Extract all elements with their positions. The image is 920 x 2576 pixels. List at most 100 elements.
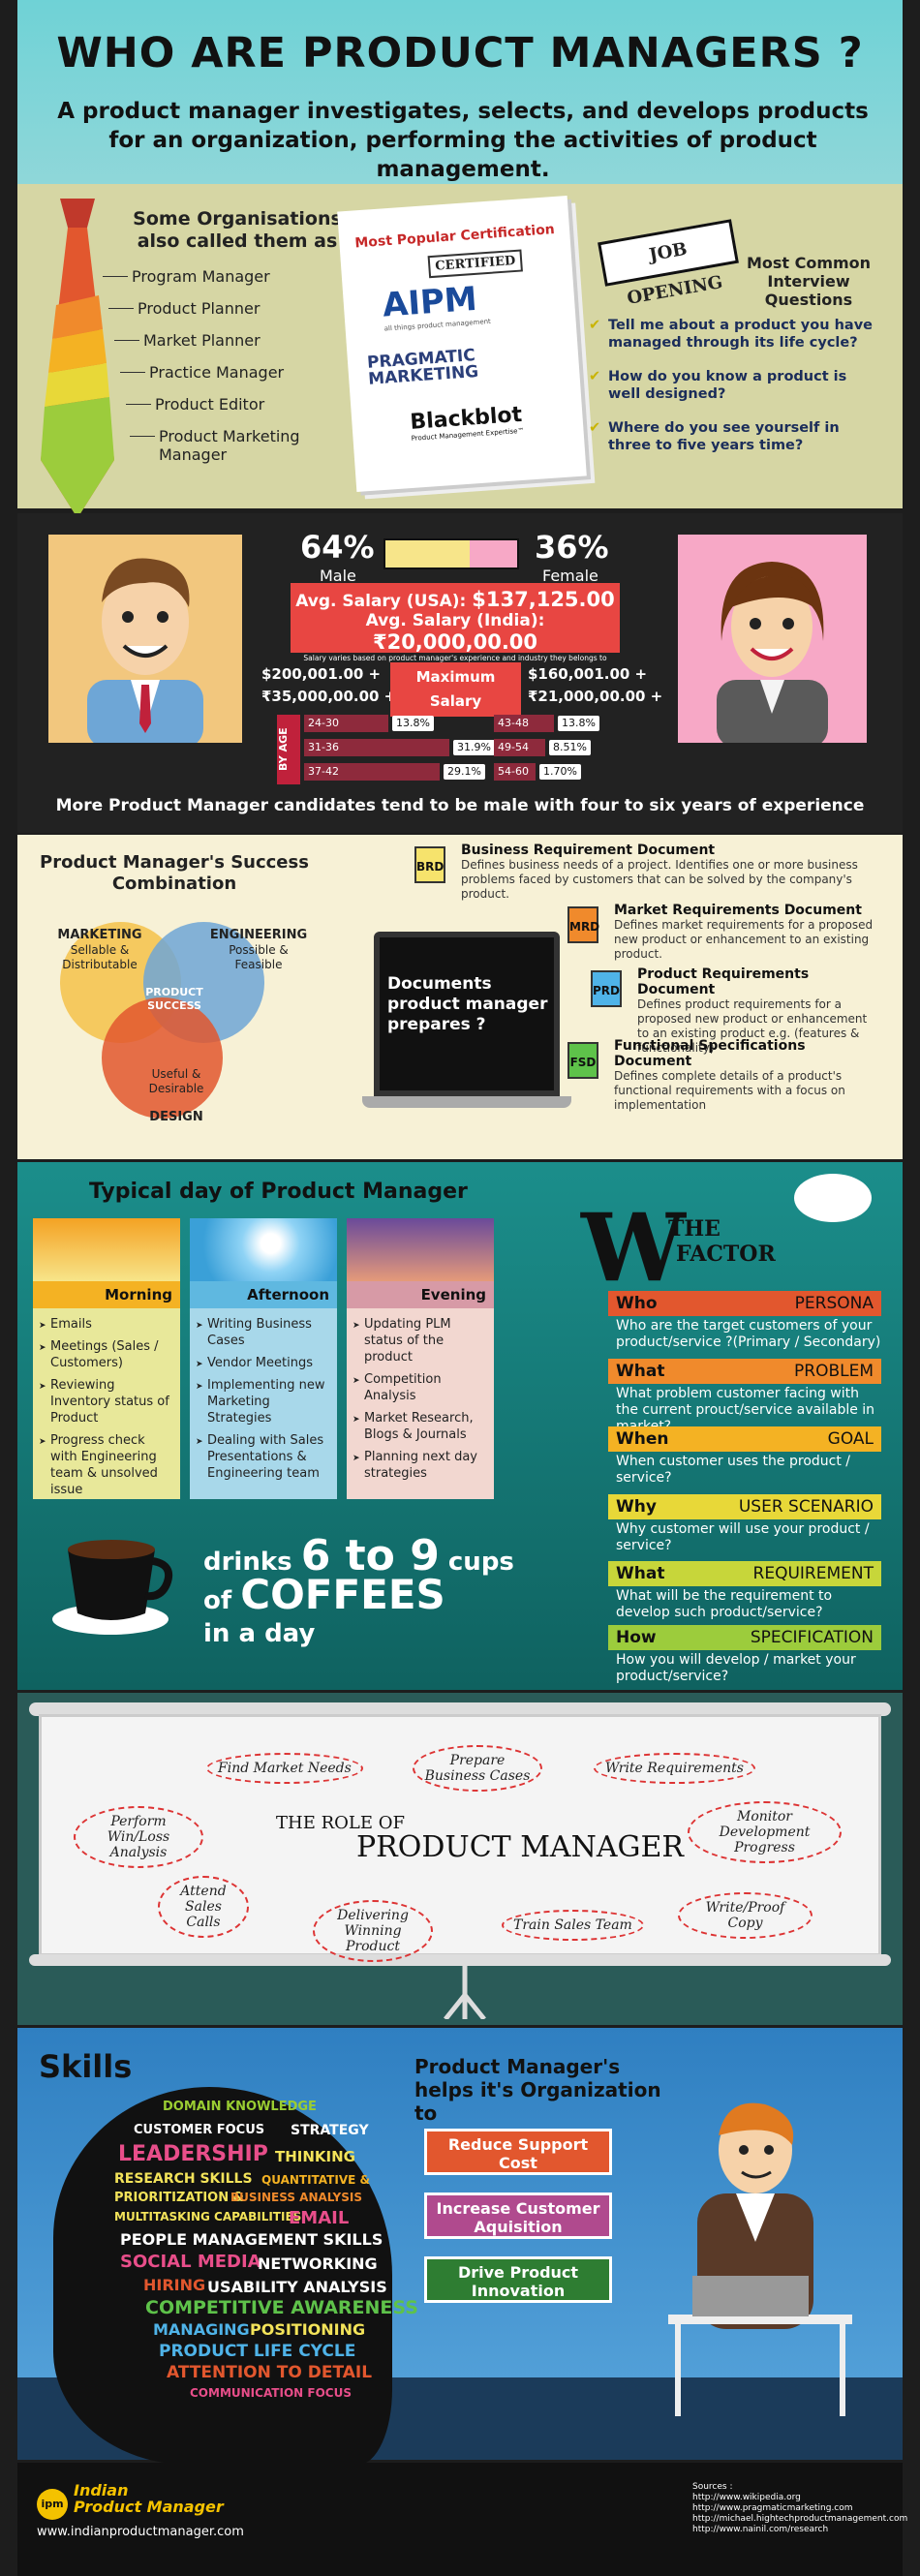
skill-word: HIRING [143, 2276, 206, 2294]
skill-word: CUSTOMER FOCUS [134, 2123, 265, 2137]
page-subtitle: A product manager investigates, selects,… [57, 99, 869, 182]
max-female-inr: ₹21,000,00.00 + [528, 688, 663, 705]
document-icon: PRD [591, 970, 622, 1007]
wfactor-description: Who are the target customers of your pro… [616, 1318, 881, 1350]
coffee-of: of [203, 1586, 232, 1615]
document-icon: FSD [567, 1042, 598, 1079]
afternoon-heading: Afternoon [190, 1281, 337, 1308]
org-item: Program Manager [103, 267, 270, 286]
list-item: Dealing with Sales Presentations & Engin… [196, 1432, 331, 1482]
interview-question: How do you know a product is well design… [589, 368, 879, 403]
skill-word: QUANTITATIVE & [261, 2173, 370, 2187]
role-step: Train Sales Team [502, 1910, 644, 1941]
role-step: Monitor Development Progress [688, 1801, 842, 1863]
thought-bubble-icon [794, 1174, 872, 1222]
skills-heading: Skills [39, 2048, 133, 2085]
document-title: Market Requirements Document [614, 903, 862, 918]
sun-icon [190, 1218, 337, 1281]
morning-column: Morning Emails Meetings (Sales / Custome… [33, 1218, 180, 1499]
help-reduce-cost: Reduce Support Cost [424, 2129, 612, 2175]
salary-india-label: Avg. Salary (India): [365, 611, 545, 630]
document-description: Defines business needs of a project. Ide… [461, 858, 858, 901]
gender-ratio-bar [383, 538, 519, 569]
evening-list: Updating PLM status of the product Compe… [347, 1308, 494, 1482]
coffee-number: 6 to 9 [300, 1531, 440, 1580]
salary-usa-label: Avg. Salary (USA): [295, 592, 467, 611]
list-item: Competition Analysis [353, 1371, 488, 1404]
skill-word: SOCIAL MEDIA [120, 2252, 261, 2272]
max-male-usd: $200,001.00 + [261, 665, 382, 683]
role-step: Write/Proof Copy [678, 1892, 813, 1939]
age-percent: 1.70% [539, 764, 581, 780]
help-increase-acquisition: Increase Customer Aquisition [424, 2193, 612, 2239]
skill-word: PRIORITIZATION & [114, 2191, 244, 2205]
helps-heading: Product Manager's helps it's Organizatio… [414, 2055, 661, 2125]
skill-word: STRATEGY [291, 2123, 369, 2138]
wfactor-value: Requirement [752, 1564, 874, 1583]
head-silhouette-icon [53, 2087, 392, 2465]
female-avatar [678, 535, 867, 748]
role-step: Write Requirements [594, 1753, 755, 1784]
document-description: Defines market requirements for a propos… [614, 918, 874, 961]
wfactor-description: How you will develop / market your produ… [616, 1652, 856, 1684]
woman-icon [717, 562, 828, 748]
pragmatic-logo: PRAGMATIC MARKETING [366, 346, 479, 389]
wfactor-key: Who [616, 1294, 658, 1313]
ipm-logo: ipm [37, 2489, 68, 2520]
list-item: Emails [39, 1316, 174, 1334]
list-item: Writing Business Cases [196, 1316, 331, 1349]
org-item: Product Marketing Manager [130, 427, 323, 464]
female-percent: 36% [535, 529, 609, 566]
skill-word: DOMAIN KNOWLEDGE [163, 2100, 317, 2114]
page-title: WHO ARE PRODUCT MANAGERS ? [56, 29, 864, 77]
wfactor-value: Goal [827, 1429, 874, 1449]
gender-footer: More Product Manager candidates tend to … [55, 796, 865, 815]
list-item: Market Research, Blogs & Journals [353, 1410, 488, 1443]
source-link[interactable]: http://www.wikipedia.org [692, 2493, 801, 2502]
org-item: Product Editor [125, 395, 265, 414]
source-link[interactable]: http://www.pragmaticmarketing.com [692, 2503, 853, 2513]
aipm-text: AIPM [381, 279, 478, 325]
tripod-icon [444, 1966, 486, 2019]
list-item: Planning next day strategies [353, 1449, 488, 1482]
laptop-base [362, 1096, 571, 1108]
wfactor-value: Specification [750, 1628, 874, 1647]
document-title: Functional Specifications Document [614, 1038, 806, 1069]
help-drive-innovation: Drive Product Innovation [424, 2256, 612, 2303]
source-link[interactable]: http://michael.hightechproductmanagement… [692, 2514, 908, 2524]
sources-label: Sources : [692, 2482, 733, 2492]
role-step: Prepare Business Cases [413, 1745, 542, 1792]
document-title: Product Requirements Document [637, 966, 810, 997]
age-bar: 43-48 [494, 715, 554, 732]
document-icon: MRD [567, 906, 599, 943]
footer-section [17, 2463, 903, 2576]
w-factor: FACTOR [676, 1242, 776, 1267]
brand-line2: Product Manager [74, 2498, 224, 2516]
age-percent: 13.8% [558, 716, 599, 731]
max-salary-male: $200,001.00 + ₹35,000,00.00 + [261, 663, 396, 708]
site-link[interactable]: www.indianproductmanager.com [37, 2525, 244, 2539]
morning-list: Emails Meetings (Sales / Customers) Revi… [33, 1308, 180, 1498]
skill-word: USABILITY ANALYSIS [207, 2278, 387, 2296]
age-bar: 24-30 [304, 715, 388, 732]
wfactor-key: How [616, 1628, 657, 1647]
success-heading: Product Manager's Success Combination [40, 852, 309, 894]
skill-word: PEOPLE MANAGEMENT SKILLS [120, 2230, 383, 2249]
max-salary-female: $160,001.00 +₹21,000,00.00 + [528, 663, 662, 708]
coffee-cup-icon [52, 1540, 173, 1635]
design-circle [102, 997, 223, 1119]
wfactor-value: Problem [794, 1362, 874, 1381]
coffee-coffees: COFFEES [240, 1571, 445, 1618]
morning-heading: Morning [33, 1281, 180, 1308]
age-bar: 54-60 [494, 763, 536, 781]
interview-question: Where do you see yourself in three to fi… [589, 419, 879, 454]
marketing-sub: Sellable & Distributable [62, 943, 138, 971]
max-male-inr: ₹35,000,00.00 + [261, 688, 397, 705]
age-bar: 49-54 [494, 739, 545, 756]
source-link[interactable]: http://www.nainil.com/research [692, 2525, 829, 2534]
wfactor-description: What will be the requirement to develop … [616, 1588, 833, 1620]
